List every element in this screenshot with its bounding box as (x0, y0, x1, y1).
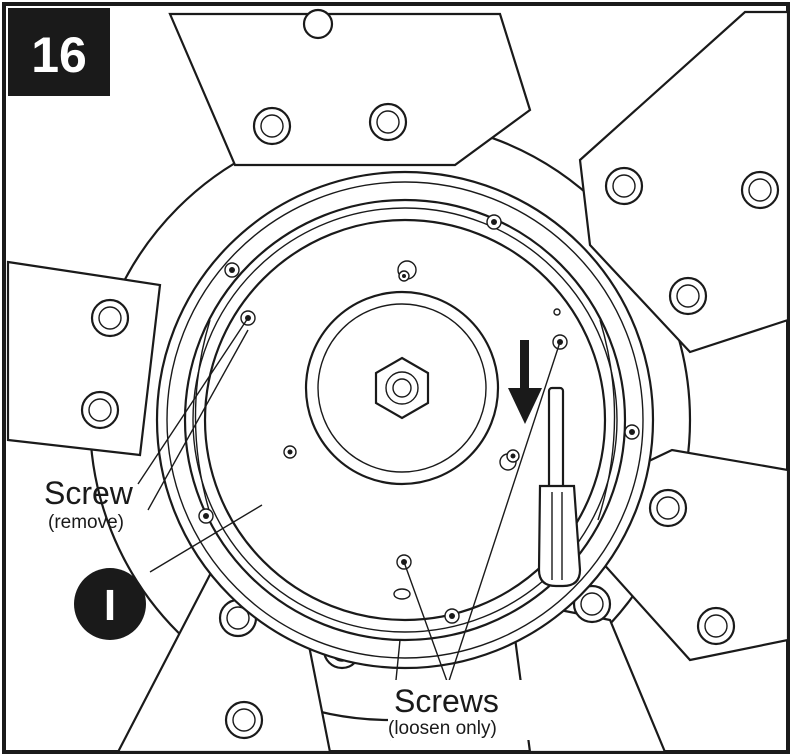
callout-screw-remove-title: Screw (44, 475, 134, 511)
step-number: 16 (31, 27, 87, 83)
part-marker-label: I (104, 581, 116, 630)
callout-screw-remove-note: (remove) (48, 512, 124, 533)
step-badge: 16 (8, 8, 110, 96)
fan-blade-left (8, 262, 160, 455)
callout-screw-remove: Screw (remove) (44, 475, 134, 533)
part-marker: I (74, 568, 146, 640)
callout-screws-loosen: Screws (loosen only) (388, 680, 538, 740)
callout-screws-loosen-title: Screws (394, 683, 499, 719)
callout-screws-loosen-note: (loosen only) (388, 718, 497, 739)
